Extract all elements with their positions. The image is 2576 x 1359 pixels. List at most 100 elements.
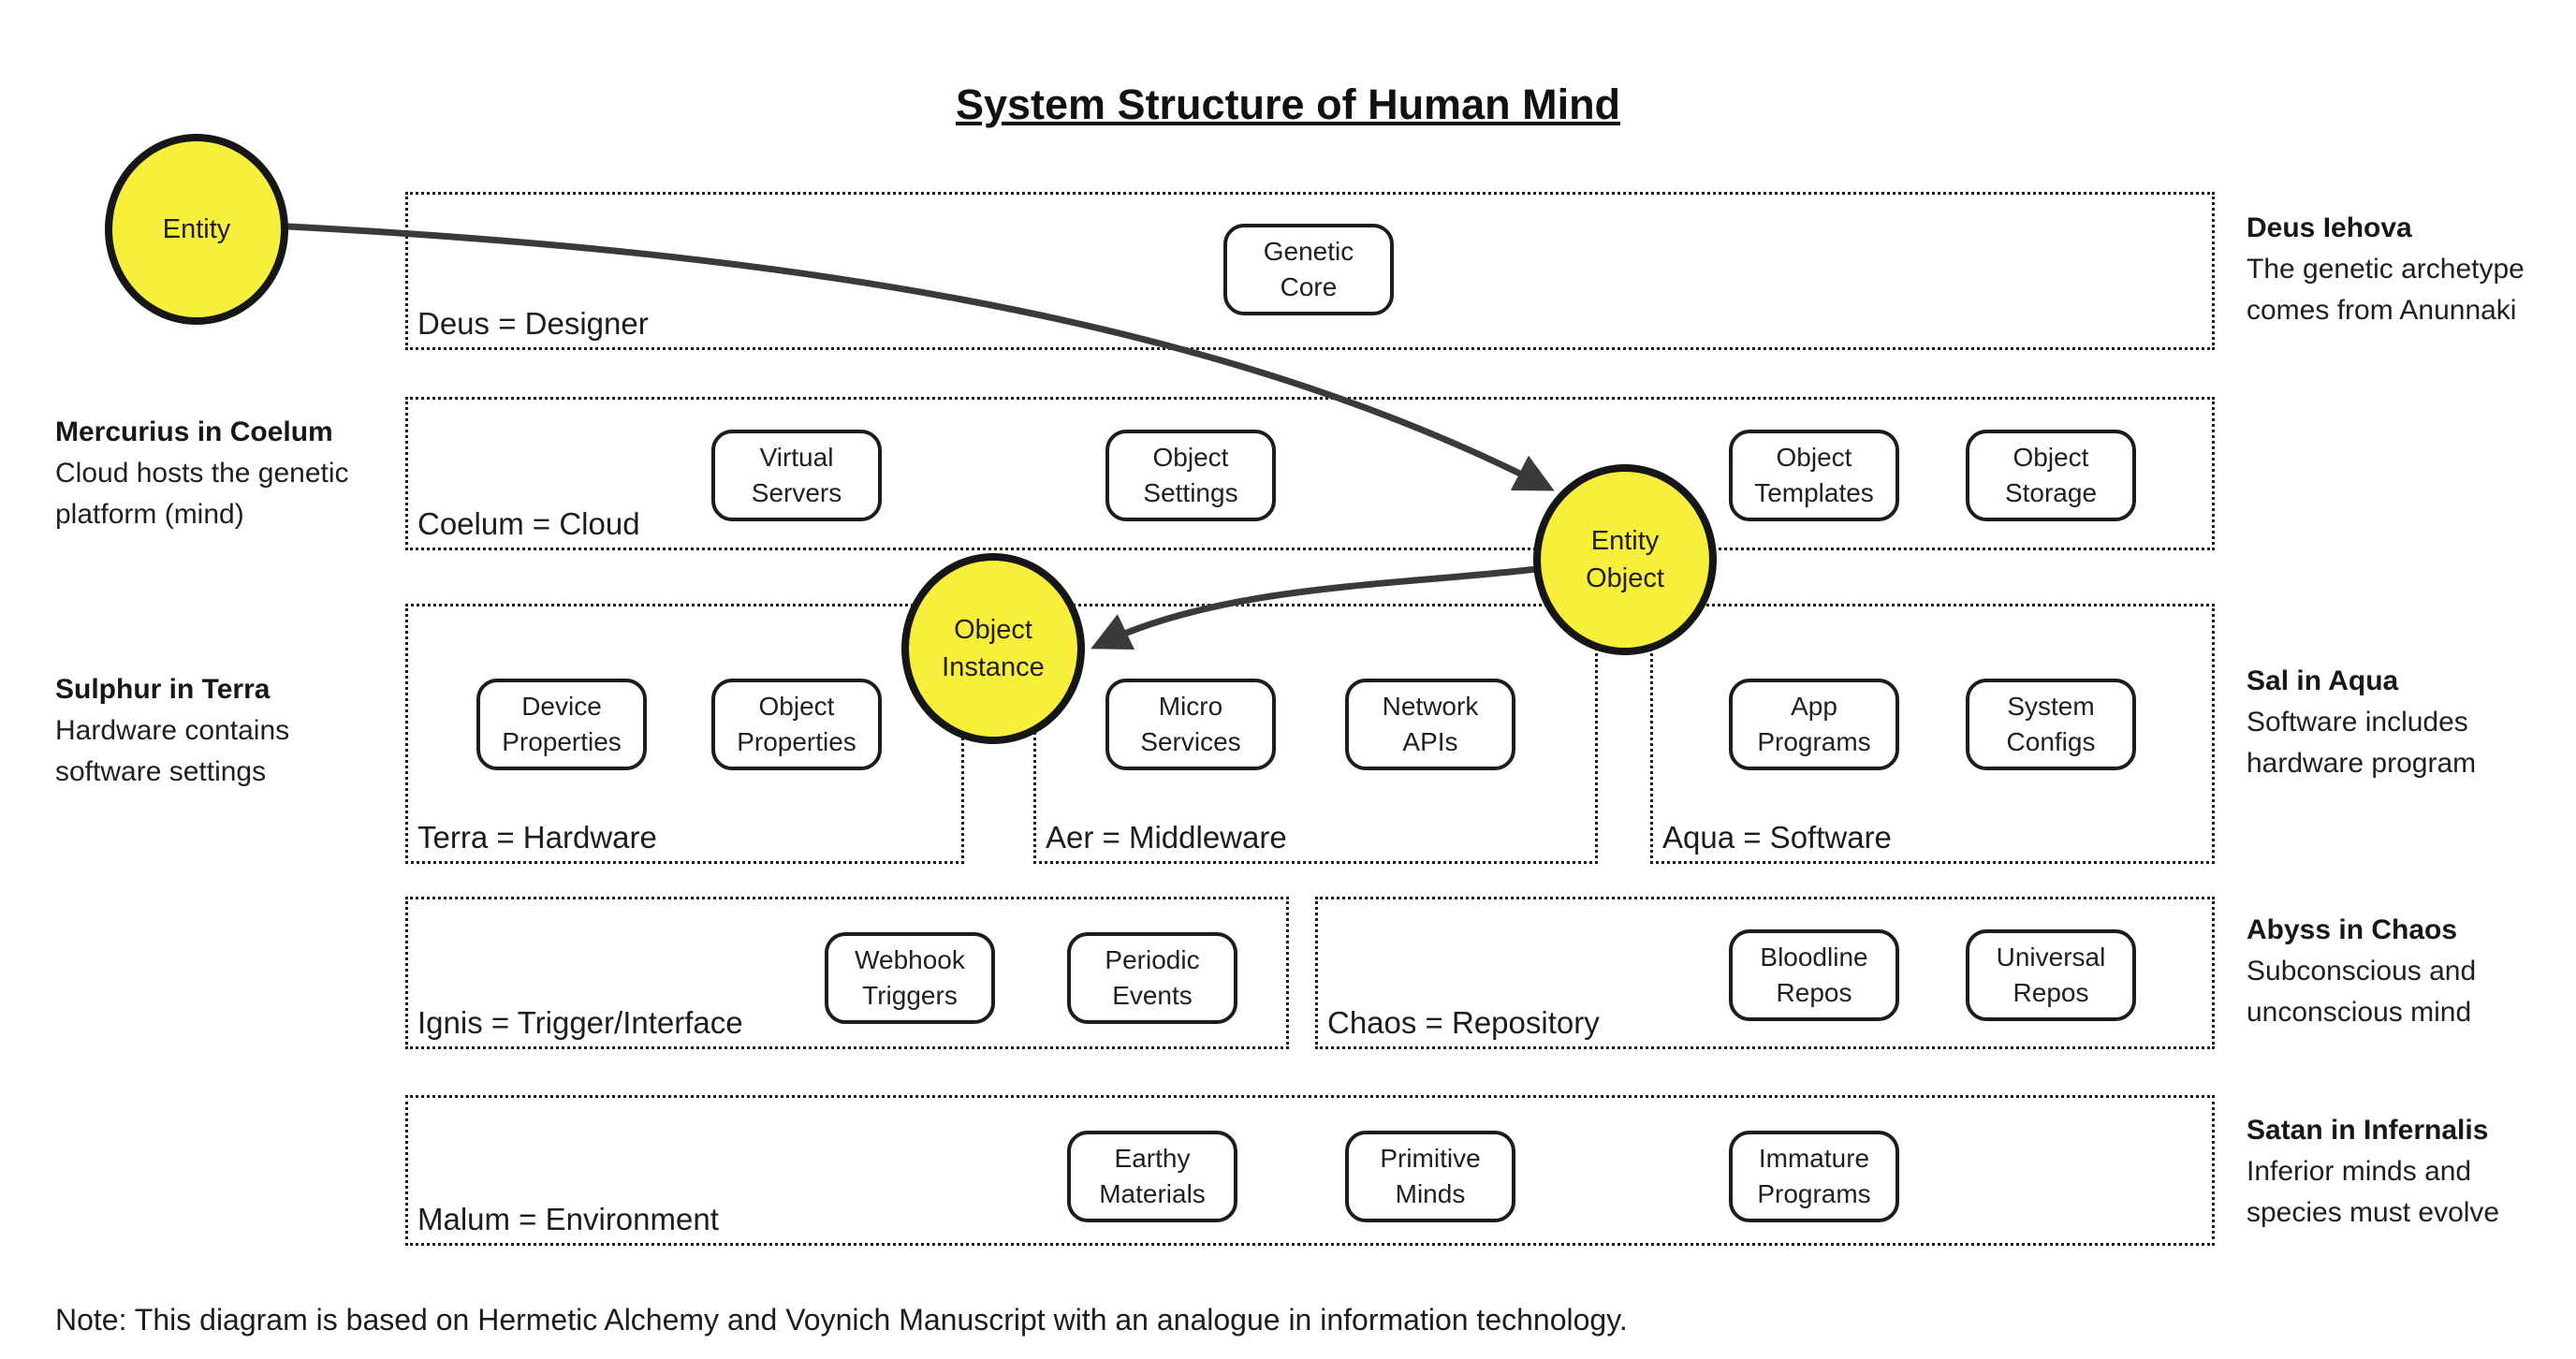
container-label: Chaos = Repository — [1327, 1005, 1600, 1040]
annotation-abyss-in-chaos: Abyss in Chaos Subconscious and unconsci… — [2247, 910, 2476, 1033]
node-virtual-servers: Virtual Servers — [711, 430, 882, 521]
circle-object-instance: Object Instance — [901, 553, 1085, 744]
node-label: Universal — [1996, 943, 2106, 972]
node-label: Bloodline — [1760, 943, 1868, 972]
container-ignis-trigger: Ignis = Trigger/Interface — [405, 897, 1289, 1049]
node-label: System — [2007, 692, 2095, 721]
container-label: Ignis = Trigger/Interface — [417, 1005, 743, 1040]
annotation-line: software settings — [55, 756, 267, 787]
node-object-storage: Object Storage — [1966, 430, 2136, 521]
annotation-line: The genetic archetype — [2247, 254, 2525, 285]
node-label: Repos — [2012, 978, 2089, 1007]
node-universal-repos: Universal Repos — [1966, 929, 2136, 1021]
container-label: Coelum = Cloud — [417, 506, 640, 541]
circle-label: Object — [1586, 563, 1664, 593]
node-label: Properties — [502, 727, 622, 756]
container-label: Terra = Hardware — [417, 820, 657, 855]
circle-label: Entity — [162, 214, 231, 244]
node-system-configs: System Configs — [1966, 679, 2136, 770]
annotation-heading: Deus Iehova — [2247, 212, 2412, 243]
circle-entity: Entity — [105, 134, 288, 325]
node-label: Settings — [1143, 478, 1238, 507]
annotation-line: hardware program — [2247, 748, 2477, 779]
node-label: Object — [1776, 443, 1852, 472]
annotation-heading: Satan in Infernalis — [2247, 1115, 2489, 1146]
node-label: Object — [1152, 443, 1229, 472]
node-webhook-triggers: Webhook Triggers — [825, 932, 995, 1024]
annotation-heading: Sal in Aqua — [2247, 665, 2399, 696]
node-label: Triggers — [862, 981, 958, 1010]
annotation-sal-in-aqua: Sal in Aqua Software includes hardware p… — [2247, 661, 2476, 784]
node-label: Primitive — [1380, 1144, 1481, 1173]
container-coelum-cloud: Coelum = Cloud — [405, 397, 2215, 550]
node-genetic-core: Genetic Core — [1223, 224, 1394, 315]
node-label: Periodic — [1105, 945, 1200, 974]
annotation-heading: Mercurius in Coelum — [55, 416, 333, 447]
node-label: Webhook — [855, 945, 965, 974]
node-label: Servers — [751, 478, 842, 507]
node-label: Core — [1280, 272, 1338, 301]
container-label: Deus = Designer — [417, 306, 649, 341]
node-earthy-materials: Earthy Materials — [1067, 1131, 1237, 1222]
annotation-line: Inferior minds and — [2247, 1156, 2472, 1187]
container-terra-hardware: Terra = Hardware — [405, 604, 964, 864]
annotation-line: unconscious mind — [2247, 997, 2472, 1028]
node-label: Virtual — [759, 443, 834, 472]
node-immature-programs: Immature Programs — [1729, 1131, 1899, 1222]
node-label: Device — [521, 692, 602, 721]
circle-label: Object — [954, 615, 1032, 645]
node-label: App — [1791, 692, 1837, 721]
node-device-properties: Device Properties — [476, 679, 647, 770]
node-app-programs: App Programs — [1729, 679, 1899, 770]
node-label: Templates — [1754, 478, 1874, 507]
page-title: System Structure of Human Mind — [955, 80, 1621, 128]
annotation-line: comes from Anunnaki — [2247, 295, 2517, 326]
node-label: APIs — [1402, 727, 1458, 756]
node-bloodline-repos: Bloodline Repos — [1729, 929, 1899, 1021]
node-label: Repos — [1776, 978, 1852, 1007]
node-micro-services: Micro Services — [1105, 679, 1276, 770]
annotation-line: Hardware contains — [55, 715, 290, 746]
annotation-sulphur-in-terra: Sulphur in Terra Hardware contains softw… — [55, 669, 289, 793]
annotation-line: species must evolve — [2247, 1197, 2500, 1228]
container-malum-environment: Malum = Environment — [405, 1095, 2215, 1246]
circle-label: Instance — [942, 652, 1045, 682]
container-aqua-software: Aqua = Software — [1650, 604, 2215, 864]
node-label: Object — [2012, 443, 2089, 472]
node-label: Micro — [1158, 692, 1223, 721]
node-label: Storage — [2004, 478, 2098, 507]
node-label: Genetic — [1263, 237, 1354, 266]
node-label: Object — [758, 692, 835, 721]
node-label: Properties — [737, 727, 856, 756]
annotation-heading: Sulphur in Terra — [55, 674, 271, 705]
container-label: Aqua = Software — [1662, 820, 1892, 855]
container-chaos-repository: Chaos = Repository — [1315, 897, 2215, 1049]
node-label: Immature — [1758, 1144, 1870, 1173]
node-label: Events — [1112, 981, 1193, 1010]
node-network-apis: Network APIs — [1345, 679, 1515, 770]
node-label: Materials — [1099, 1179, 1206, 1208]
node-object-templates: Object Templates — [1729, 430, 1899, 521]
footnote: Note: This diagram is based on Hermetic … — [55, 1303, 1628, 1337]
circle-entity-object: Entity Object — [1533, 464, 1717, 655]
node-primitive-minds: Primitive Minds — [1345, 1131, 1515, 1222]
annotation-deus-iehova: Deus Iehova The genetic archetype comes … — [2247, 208, 2525, 331]
node-periodic-events: Periodic Events — [1067, 932, 1237, 1024]
node-label: Minds — [1395, 1179, 1466, 1208]
annotation-line: Software includes — [2247, 707, 2468, 738]
annotation-line: platform (mind) — [55, 499, 244, 530]
circle-label: Entity — [1590, 526, 1660, 556]
annotation-heading: Abyss in Chaos — [2247, 914, 2458, 945]
node-label: Configs — [2006, 727, 2096, 756]
node-object-properties: Object Properties — [711, 679, 882, 770]
node-object-settings: Object Settings — [1105, 430, 1276, 521]
node-label: Earthy — [1114, 1144, 1191, 1173]
node-label: Programs — [1757, 1179, 1871, 1208]
container-label: Aer = Middleware — [1046, 820, 1287, 855]
node-label: Network — [1382, 692, 1479, 721]
annotation-line: Subconscious and — [2247, 956, 2477, 986]
annotation-satan-in-infernalis: Satan in Infernalis Inferior minds and s… — [2247, 1110, 2499, 1234]
annotation-line: Cloud hosts the genetic — [55, 458, 349, 489]
node-label: Programs — [1757, 727, 1871, 756]
